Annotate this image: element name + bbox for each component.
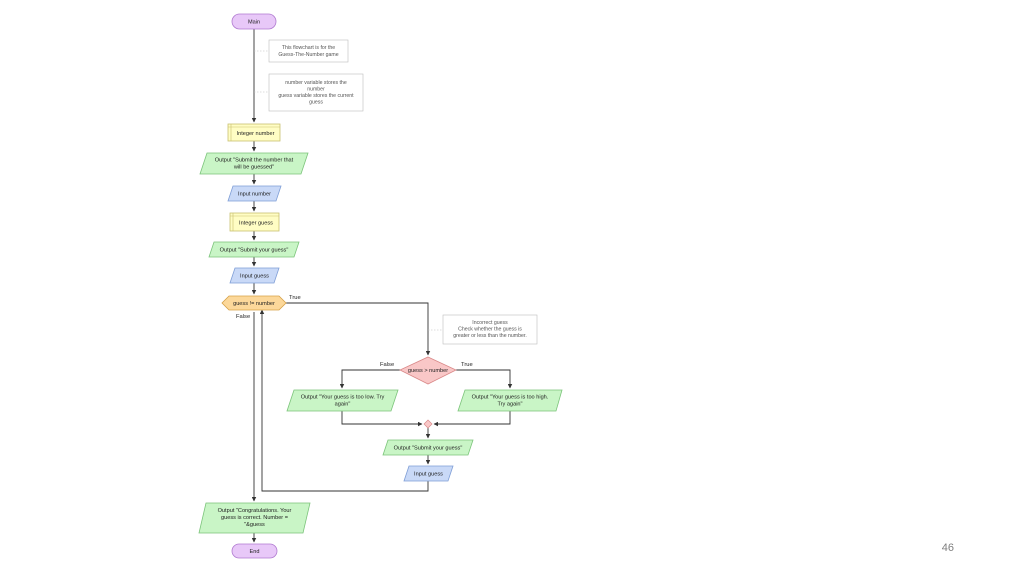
edge-low-to-merge	[341, 411, 423, 427]
svg-text:greater or less than the numbe: greater or less than the number.	[453, 333, 527, 339]
svg-text:Try again": Try again"	[497, 402, 522, 408]
node-input-guess: Input guess	[229, 267, 280, 284]
label-loop-true: True	[289, 295, 301, 301]
svg-text:Output "Submit the number that: Output "Submit the number that	[215, 158, 294, 164]
edges	[251, 29, 513, 543]
node-merge-point	[423, 419, 433, 429]
svg-text:guess > number: guess > number	[408, 368, 448, 374]
node-output-submit-number: Output "Submit the number that will be g…	[199, 152, 309, 175]
label-if-false: False	[380, 362, 394, 368]
edge-loop-back	[259, 309, 429, 492]
svg-text:Output "Congratulations. Your: Output "Congratulations. Your	[218, 508, 292, 514]
svg-text:Output "Submit your guess": Output "Submit your guess"	[394, 446, 463, 452]
svg-text:guess variable stores the curr: guess variable stores the current	[278, 93, 354, 99]
svg-text:guess: guess	[309, 100, 323, 106]
node-output-too-low: Output "Your guess is too low. Try again…	[286, 389, 399, 412]
edge-high-to-merge	[433, 411, 511, 427]
edge-if-false	[339, 369, 400, 389]
svg-text:Output "Submit your guess": Output "Submit your guess"	[220, 248, 289, 254]
node-declare-guess: Integer guess	[229, 212, 280, 232]
node-output-congratulations: Output "Congratulations. Your guess is c…	[198, 502, 311, 534]
svg-text:will be guessed": will be guessed"	[233, 165, 274, 171]
node-main: Main	[231, 13, 277, 30]
svg-text:guess != number: guess != number	[233, 301, 275, 307]
node-end: End	[231, 543, 278, 559]
svg-text:Input guess: Input guess	[414, 472, 443, 478]
svg-text:Integer guess: Integer guess	[239, 221, 273, 227]
label-if-true: True	[461, 362, 473, 368]
node-input-number: Input number	[227, 185, 282, 202]
svg-text:guess is correct. Number =: guess is correct. Number =	[221, 515, 288, 521]
svg-text:This flowchart is for the: This flowchart is for the	[282, 45, 335, 51]
svg-text:Guess-The-Number game: Guess-The-Number game	[278, 52, 338, 58]
svg-text:Main: Main	[248, 20, 260, 26]
node-output-too-high: Output "Your guess is too high. Try agai…	[457, 389, 563, 412]
comment-variables: number variable stores the number guess …	[254, 73, 364, 112]
comment-game-description: This flowchart is for the Guess-The-Numb…	[254, 39, 349, 63]
svg-text:Input number: Input number	[238, 192, 271, 198]
svg-text:Integer number: Integer number	[237, 131, 275, 137]
svg-text:Input guess: Input guess	[240, 274, 269, 280]
page-number: 46	[941, 542, 954, 554]
label-loop-false: False	[236, 314, 250, 320]
svg-text:again": again"	[335, 402, 351, 408]
svg-text:"&guess: "&guess	[244, 522, 265, 528]
node-output-submit-guess-2: Output "Submit your guess"	[382, 439, 474, 456]
node-output-submit-guess: Output "Submit your guess"	[208, 241, 300, 258]
node-declare-number: Integer number	[227, 123, 281, 142]
svg-text:Check whether the guess is: Check whether the guess is	[458, 327, 522, 333]
node-if-guess-gt-number: guess > number	[399, 356, 457, 385]
svg-text:Output "Your guess is too high: Output "Your guess is too high.	[472, 395, 549, 401]
svg-text:End: End	[250, 549, 260, 555]
svg-text:number variable stores the: number variable stores the	[285, 80, 347, 86]
edge-loop-true	[286, 302, 431, 356]
svg-text:Output "Your guess is too low.: Output "Your guess is too low. Try	[301, 395, 385, 401]
node-while-guess-neq-number: guess != number	[221, 295, 287, 311]
svg-text:number: number	[307, 87, 325, 93]
svg-text:Incorrect guess: Incorrect guess	[472, 320, 508, 326]
comment-incorrect-guess: Incorrect guess Check whether the guess …	[428, 314, 538, 345]
edge-if-true	[456, 369, 513, 389]
node-input-guess-2: Input guess	[403, 465, 454, 482]
